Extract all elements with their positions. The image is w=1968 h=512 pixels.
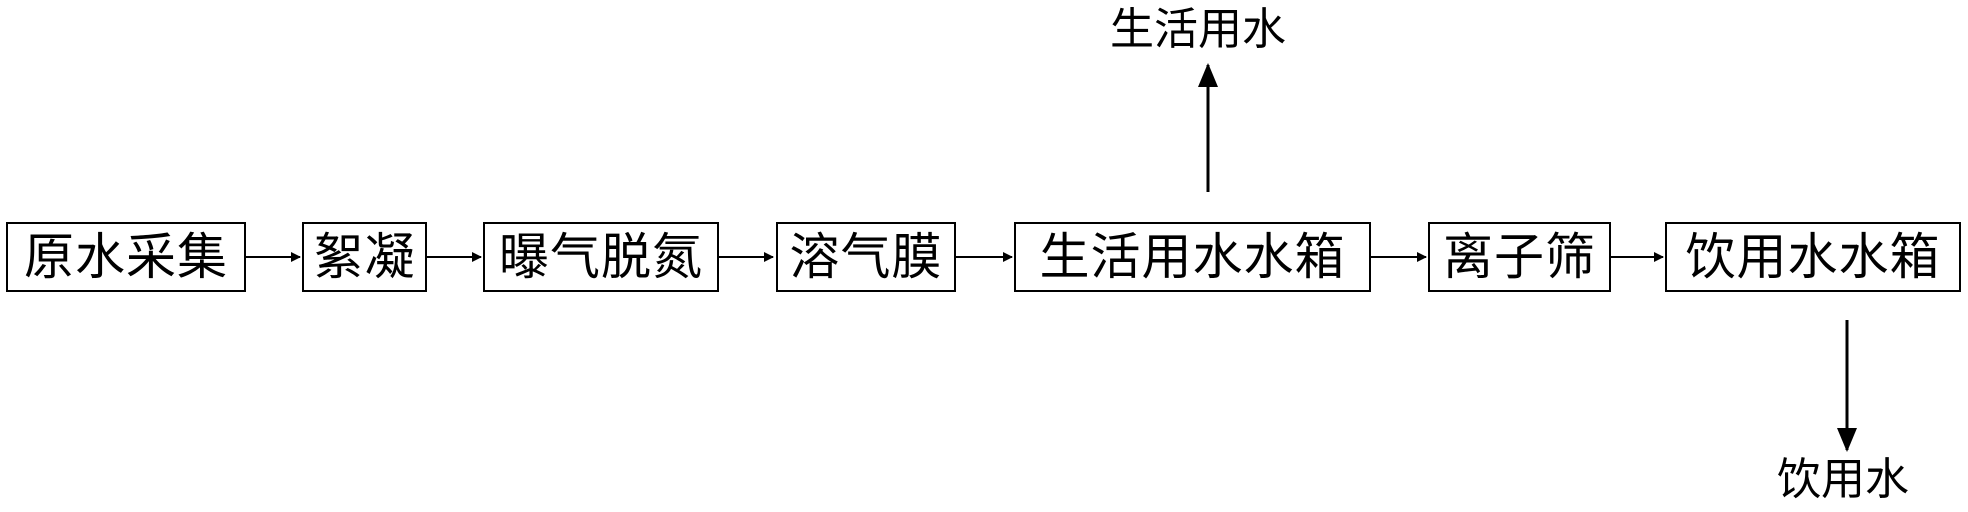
node-raw-water-collection: 原水采集	[6, 222, 246, 292]
node-drinking-water-tank: 饮用水水箱	[1665, 222, 1961, 292]
node-dissolved-gas-membrane: 溶气膜	[776, 222, 956, 292]
node-ion-sieve: 离子筛	[1428, 222, 1611, 292]
node-aeration-denitrification: 曝气脱氮	[483, 222, 719, 292]
node-domestic-water-tank: 生活用水水箱	[1014, 222, 1371, 292]
output-domestic-water-label: 生活用水	[1110, 4, 1286, 55]
output-drinking-water-label: 饮用水	[1777, 454, 1909, 505]
node-flocculation: 絮凝	[302, 222, 427, 292]
